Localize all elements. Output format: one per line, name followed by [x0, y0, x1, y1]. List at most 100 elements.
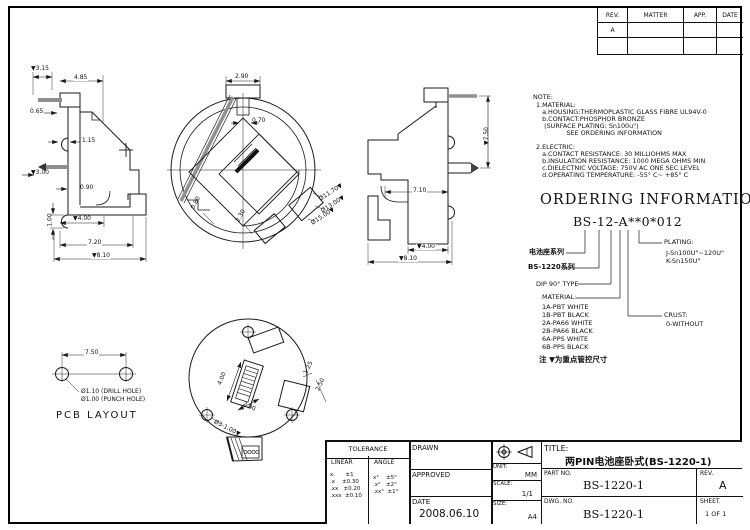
rev-sheet-column: REV. A SHEET. 1 OF 1 — [696, 468, 743, 524]
bottom-view-circle-drawing — [188, 318, 311, 462]
dim-label: 4.85 — [73, 74, 89, 81]
pcb-pitch-dim: 7.50 — [84, 349, 100, 356]
pcb-layout-caption: PCB LAYOUT — [56, 410, 138, 421]
rev-empty-cell — [717, 38, 743, 54]
sheet-value: 1 OF 1 — [705, 510, 727, 518]
tolerance-table: TOLERANCE LINEAR x. ±1 .x ±0.30 .xx ±0.2… — [327, 442, 411, 524]
rev-value-cell: A — [598, 23, 628, 38]
size-label: SIZE: — [493, 501, 508, 507]
approved-label: APPROVED — [412, 471, 451, 479]
unit-value: MM — [524, 471, 537, 479]
tolerance-angle-col: ANGLE x° ±5° .x° ±2° .xx° ±1° — [369, 456, 409, 524]
rev-value: A — [719, 479, 727, 492]
ordering-part-code: BS-12-A**0*012 — [573, 214, 683, 229]
dim-label: 1.00 — [46, 213, 54, 227]
sheet-label: SHEET. — [700, 498, 721, 505]
dwg-no-cell: DWG. NO. BS-1220-1 — [541, 496, 696, 524]
rev-header-cell: REV. — [598, 8, 628, 23]
pcb-punch-hole-label: Ø1.00 (PUNCH HOLE) — [81, 396, 146, 403]
ordering-leader-lines — [566, 230, 662, 317]
angle-label: ANGLE — [374, 459, 395, 466]
projection-cell — [491, 442, 541, 464]
title-label: TITLE: — [544, 444, 569, 453]
scale-label: SCALE: — [493, 481, 513, 487]
rev-cell: REV. A — [697, 468, 743, 497]
dim-label: ▼3.00 — [31, 169, 49, 176]
dim-label: 1.15 — [82, 137, 96, 144]
tolerance-linear-col: LINEAR x. ±1 .x ±0.30 .xx ±0.20 .xxx ±0.… — [327, 456, 369, 524]
crust-options: 0-WITHOUT — [666, 320, 704, 328]
rev-empty-cell — [684, 38, 717, 54]
rev-header-cell: MATTER — [628, 8, 684, 23]
control-dimension-note: 注 ▼为重点管控尺寸 — [539, 355, 608, 364]
dim-label: ▼4.00 — [72, 215, 92, 222]
dim-label: 0.90 — [80, 184, 94, 191]
side-view-left-drawing — [38, 92, 147, 229]
material-title: MATERIAL: — [542, 293, 577, 301]
signature-column: DRAWN APPROVED DATE 2008.06.10 — [409, 442, 493, 524]
unit-label: UNIT: — [493, 464, 508, 470]
title-value: 两PIN电池座卧式(BS-1220-1) — [565, 457, 712, 468]
plating-title: PLATING: — [664, 238, 694, 246]
plating-options: J-Sn100U"~120U" K-Sn150U" — [666, 249, 725, 265]
notes-body: 1.MATERIAL: a.HOUSING:THERMOPLASTIC GLAS… — [536, 101, 707, 179]
bottom-view-dimensions — [211, 361, 327, 425]
rev-header-cell: APP. — [684, 8, 717, 23]
date-label: DATE — [412, 498, 431, 506]
material-options: 1A-PBT WHITE 1B-PBT BLACK 2A-PA66 WHITE … — [542, 303, 593, 351]
title-block: TOLERANCE LINEAR x. ±1 .x ±0.30 .xx ±0.2… — [325, 440, 743, 524]
series-label: 电池座系列 — [529, 248, 564, 256]
dim-label: ▼3.15 — [30, 65, 50, 72]
revision-table: REV. MATTER APP. DATE A — [597, 8, 743, 55]
rev-empty-cell — [598, 38, 628, 54]
part-no-label: PART NO. — [544, 470, 572, 477]
linear-label: LINEAR — [331, 459, 353, 466]
rev-label: REV. — [700, 470, 714, 477]
scale-value: 1/1 — [521, 490, 533, 498]
crust-title: CRUST: — [664, 311, 688, 319]
size-value: A4 — [527, 513, 537, 521]
dim-label: ▼4.00 — [416, 243, 436, 250]
dwg-no-label: DWG. NO. — [544, 498, 574, 505]
angle-values: x° ±5° .x° ±2° .xx° ±1° — [373, 475, 399, 495]
dim-label: ▼8.10 — [91, 252, 111, 259]
dim-label: ▼7.50 — [482, 127, 490, 145]
rev-empty-cell — [628, 23, 684, 38]
sheet-cell: SHEET. 1 OF 1 — [697, 496, 743, 524]
date-value: 2008.06.10 — [419, 508, 480, 520]
title-area: TITLE: 两PIN电池座卧式(BS-1220-1) PART NO. BS-… — [541, 442, 743, 524]
unit-cell: UNIT: MM — [491, 463, 541, 481]
dim-label: 7.10 — [412, 187, 428, 194]
approved-cell: APPROVED — [409, 469, 491, 497]
linear-values: x. ±1 .x ±0.30 .xx ±0.20 .xxx ±0.10 — [330, 472, 362, 499]
part-no-value: BS-1220-1 — [583, 478, 645, 492]
dip-type-label: DIP 90° TYPE — [536, 280, 579, 288]
dim-label: 0.70 — [252, 117, 266, 124]
pcb-layout-drawing — [52, 352, 136, 393]
drawn-label: DRAWN — [412, 444, 439, 452]
pcb-drill-hole-label: Ø1.10 (DRILL HOLE) — [81, 388, 142, 395]
side-view-right-drawing — [367, 87, 479, 245]
family-label: BS-1220系列 — [528, 263, 575, 271]
front-view-circle-drawing — [167, 84, 324, 249]
drawn-cell: DRAWN — [409, 442, 491, 470]
unit-scale-size-column: UNIT: MM SCALE: 1/1 SIZE: A4 — [491, 442, 542, 524]
part-no-cell: PART NO. BS-1220-1 — [541, 468, 696, 497]
size-cell: SIZE: A4 — [491, 500, 541, 524]
dwg-no-value: BS-1220-1 — [583, 507, 645, 521]
rev-empty-cell — [684, 23, 717, 38]
rev-header-cell: DATE — [717, 8, 743, 23]
rev-empty-cell — [628, 38, 684, 54]
ordering-heading: ORDERING INFORMATION — [540, 192, 750, 208]
third-angle-projection-icon — [496, 444, 533, 460]
front-view-dimensions — [202, 76, 261, 235]
dim-label: 7.20 — [87, 239, 103, 246]
dim-label: ▼8.10 — [398, 255, 418, 262]
title-cell: TITLE: 两PIN电池座卧式(BS-1220-1) — [541, 442, 742, 469]
rev-empty-cell — [717, 23, 743, 38]
scale-cell: SCALE: 1/1 — [491, 480, 541, 501]
notes-title: NOTE: — [533, 93, 553, 101]
dim-label: 2.90 — [234, 73, 250, 80]
